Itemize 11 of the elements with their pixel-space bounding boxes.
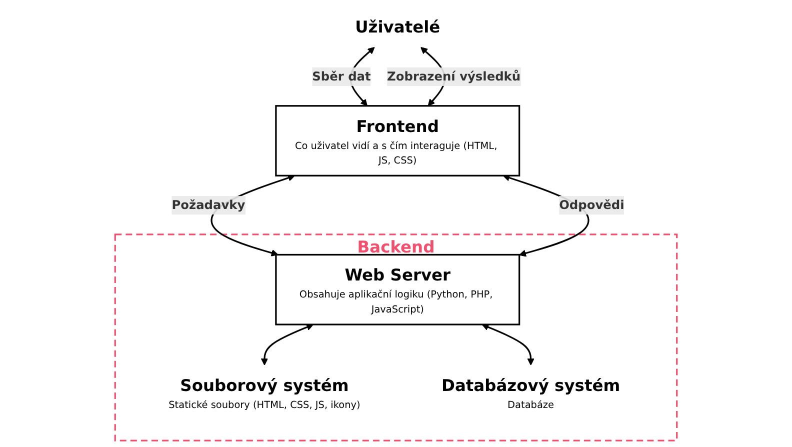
edge-label: Odpovědi [559,198,624,212]
node-box: Web Server Obsahuje aplikační logiku (Python, PHP, JavaScript) [275,254,520,326]
node-text: Databázový systém Databáze [441,376,620,410]
edge-label: Požadavky [172,198,246,212]
arrow [482,324,534,366]
node-text: Souborový systém Statické soubory (HTML, CSS, JS, ikony) [168,376,360,410]
edge-label: Zobrazení výsledků [387,68,521,84]
node-box: Frontend Co uživatel vidí a s čím interaguje (HTML, JS, CSS) [275,105,520,176]
edge-label: Sběr dat [312,68,371,84]
arrow [260,324,314,366]
node-text: Uživatelé [355,17,440,37]
